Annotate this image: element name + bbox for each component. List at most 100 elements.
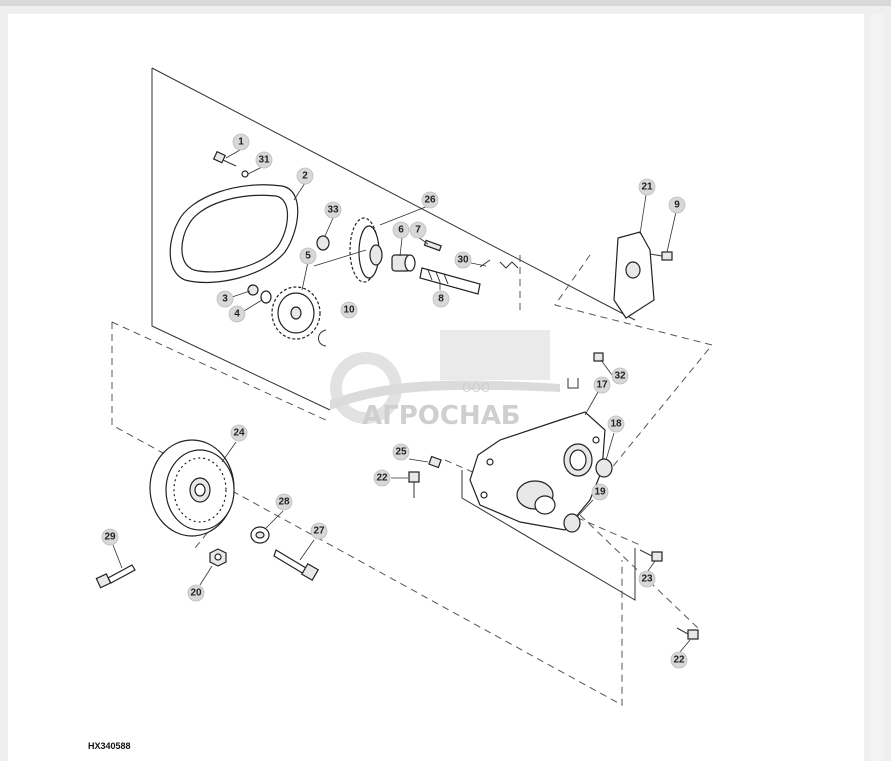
- key-10: [318, 329, 327, 347]
- callout: 20: [187, 584, 205, 602]
- callout: 4: [228, 305, 246, 323]
- svg-text:20: 20: [190, 588, 202, 599]
- svg-text:31: 31: [258, 155, 270, 166]
- bolt-29: [95, 564, 136, 589]
- svg-text:4: 4: [234, 309, 240, 320]
- svg-text:3: 3: [222, 294, 228, 305]
- callout: 33: [324, 201, 342, 219]
- lower-plane-outline: [461, 470, 636, 601]
- upper-plane-outline: [151, 68, 331, 411]
- svg-text:22: 22: [376, 473, 388, 484]
- svg-text:18: 18: [610, 419, 622, 430]
- figure-code: HX340588: [88, 741, 131, 751]
- svg-text:23: 23: [641, 574, 653, 585]
- callout: 19: [591, 483, 609, 501]
- callout: 18: [607, 415, 625, 433]
- cover-plate-21: [613, 231, 655, 319]
- nut-3: [247, 284, 259, 296]
- svg-text:30: 30: [457, 255, 469, 266]
- watermark-logo: ООО АГРОСНАБ: [330, 330, 560, 431]
- seal-18: [595, 458, 613, 478]
- callout: 9: [668, 196, 686, 214]
- callout: 5: [299, 247, 317, 265]
- svg-text:9: 9: [674, 200, 680, 211]
- watermark-prefix: ООО: [462, 381, 490, 395]
- svg-text:8: 8: [438, 294, 444, 305]
- svg-text:6: 6: [398, 225, 404, 236]
- callout: 21: [638, 178, 656, 196]
- callout: 1: [232, 133, 250, 151]
- pulley-plane-outline: [111, 322, 623, 706]
- callout: 2: [296, 167, 314, 185]
- bolt-1: [212, 150, 237, 167]
- svg-text:19: 19: [594, 487, 606, 498]
- cover-gasket: [169, 184, 299, 284]
- cover-plane-outline: [554, 254, 713, 471]
- crankshaft-pulley: [149, 439, 235, 537]
- timing-housing: [469, 411, 606, 531]
- nut-32: [593, 352, 604, 362]
- svg-text:29: 29: [104, 532, 116, 543]
- callout: 29: [101, 528, 119, 546]
- svg-text:22: 22: [673, 655, 685, 666]
- callout: 10: [340, 301, 358, 319]
- svg-text:10: 10: [343, 305, 355, 316]
- callout: 6: [392, 221, 410, 239]
- svg-text:17: 17: [596, 380, 608, 391]
- bolt-9: [649, 251, 673, 261]
- key-7: [423, 239, 442, 252]
- svg-text:5: 5: [305, 251, 311, 262]
- hub-6: [391, 254, 416, 272]
- leader-lines: [112, 149, 691, 653]
- callout: 17: [593, 376, 611, 394]
- callout: 23: [638, 570, 656, 588]
- svg-text:24: 24: [233, 428, 245, 439]
- pulley-plane-edge: [111, 321, 331, 423]
- top-bar: [0, 0, 891, 6]
- crankshaft-gear: [271, 286, 321, 340]
- washer-31: [241, 170, 249, 178]
- callout: 25: [392, 443, 410, 461]
- svg-text:2: 2: [302, 171, 308, 182]
- svg-text:33: 33: [327, 205, 339, 216]
- upper-plane-edge: [151, 67, 636, 321]
- shaft-8: [419, 267, 481, 295]
- bolt-22-upper: [408, 471, 420, 498]
- callout: 31: [255, 151, 273, 169]
- nut-20: [209, 548, 227, 567]
- callout: 8: [432, 290, 450, 308]
- svg-text:7: 7: [415, 225, 421, 236]
- svg-text:21: 21: [641, 182, 653, 193]
- callout: 26: [421, 191, 439, 209]
- scrollbar[interactable]: [870, 14, 884, 761]
- callout: 22: [670, 651, 688, 669]
- bolt-axis-line: [579, 514, 701, 631]
- svg-text:26: 26: [424, 195, 436, 206]
- callout: 24: [230, 424, 248, 442]
- bolt-23: [639, 549, 663, 562]
- bracket-17: [567, 378, 579, 389]
- fitting-25: [428, 455, 442, 469]
- callout: 32: [611, 367, 629, 385]
- callout: 3: [216, 290, 234, 308]
- callout: 7: [409, 221, 427, 239]
- nut-33: [316, 235, 330, 251]
- svg-text:28: 28: [278, 497, 290, 508]
- callout: 30: [454, 251, 472, 269]
- seal-19: [563, 513, 581, 533]
- washer-4: [260, 290, 272, 304]
- bolt-22-lower: [676, 627, 699, 640]
- watermark-name: АГРОСНАБ: [362, 401, 521, 431]
- svg-text:25: 25: [395, 447, 407, 458]
- callout: 27: [310, 522, 328, 540]
- svg-text:27: 27: [313, 526, 325, 537]
- svg-text:1: 1: [238, 137, 244, 148]
- svg-text:32: 32: [614, 371, 626, 382]
- bolt-27: [273, 549, 320, 582]
- spring-30: [479, 259, 519, 269]
- washer-28-hole: [255, 531, 265, 539]
- camshaft-gear: [349, 217, 383, 283]
- callout: 28: [275, 493, 293, 511]
- callout: 22: [373, 469, 391, 487]
